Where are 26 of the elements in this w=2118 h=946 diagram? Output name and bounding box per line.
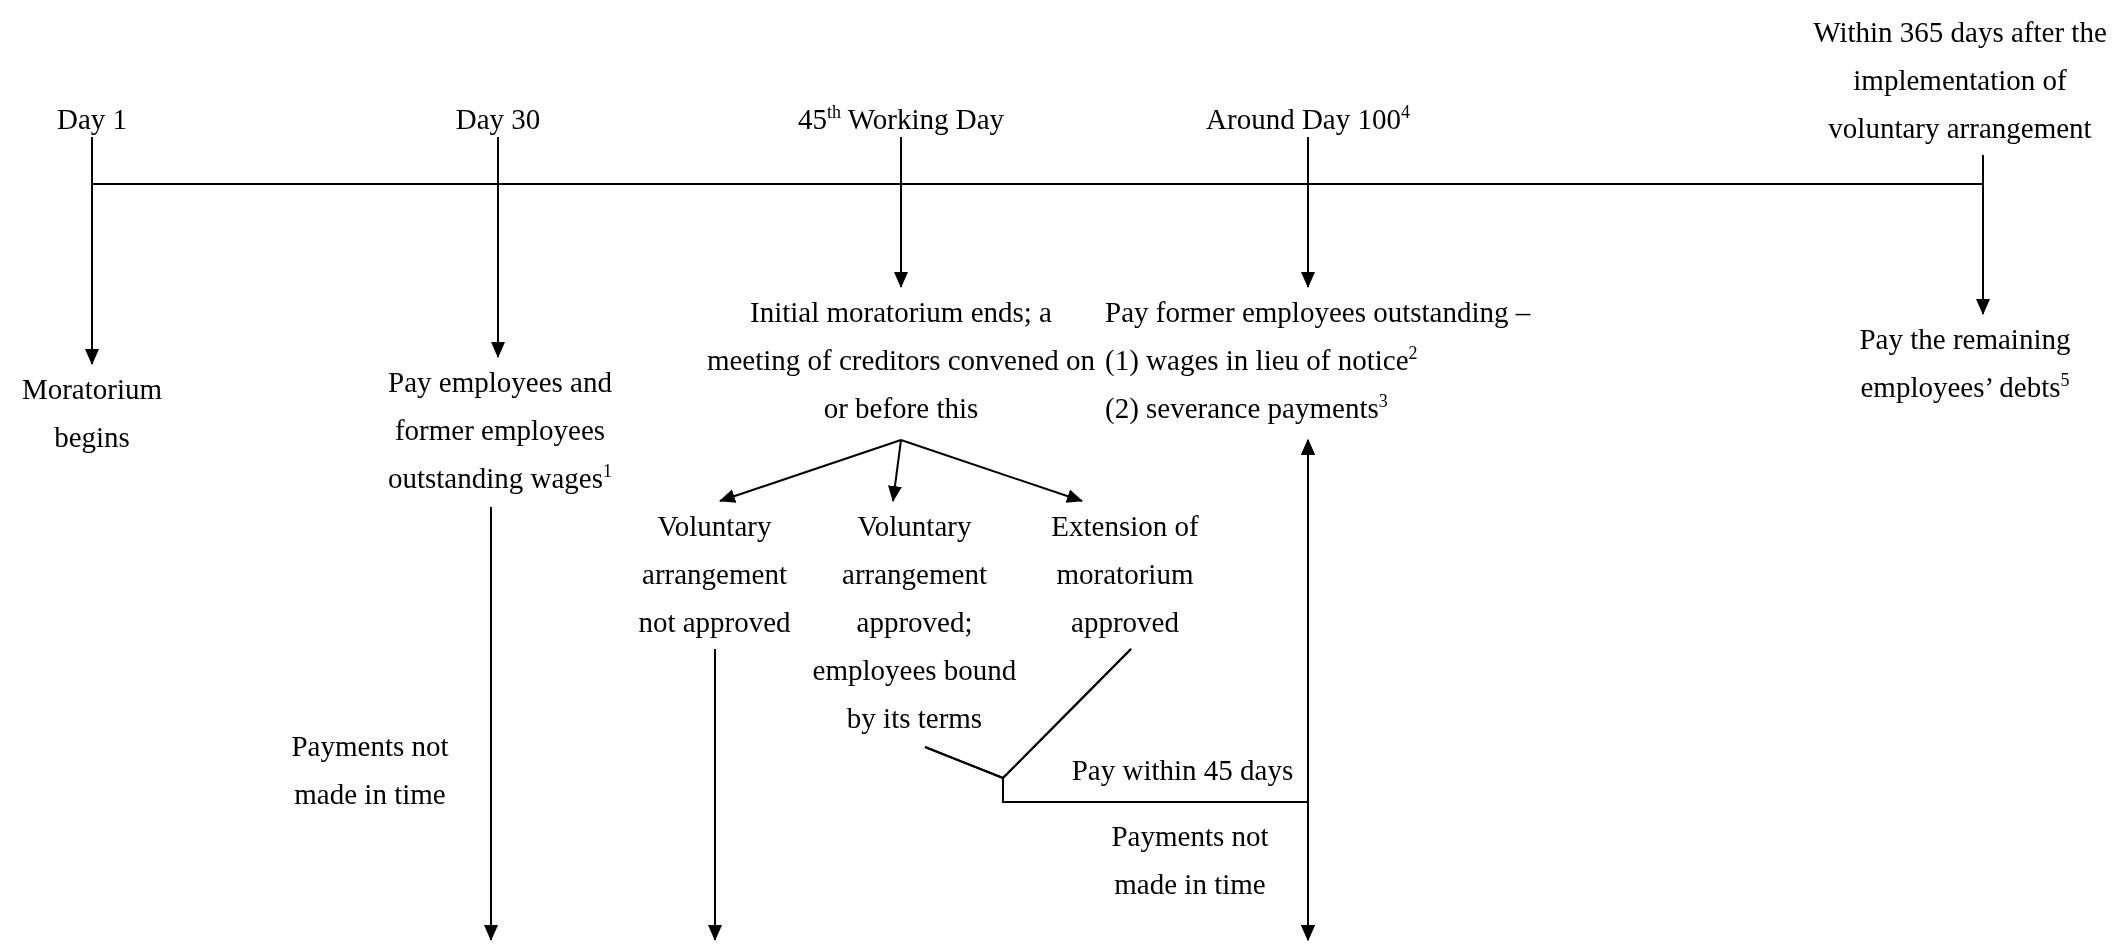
milestone-label: Day 1 [42, 95, 142, 135]
outcome-text: Voluntary arrangement approved; employees bound by its terms [802, 502, 1027, 745]
arrow [85, 136, 99, 365]
event-text: Pay the remaining employees’ debts$^{5}$ [1820, 315, 2110, 415]
arrow [888, 439, 902, 502]
arrow [719, 439, 902, 503]
outcome-text: Extension of moratorium approved [1030, 502, 1220, 647]
arrow [1301, 136, 1315, 288]
arrow [1976, 154, 1990, 315]
arrow [484, 506, 498, 941]
arrow [894, 136, 908, 288]
arrow [708, 648, 722, 941]
outcome-text: Voluntary arrangement not approved [627, 502, 802, 647]
arrow [491, 136, 505, 358]
event-text: Moratorium begins [0, 365, 184, 465]
list-item: (1) wages in lieu of notice$^{2}$ [1105, 342, 1419, 378]
event-text: Pay employees and former employees outstanding wages$^{1}$ [360, 358, 640, 505]
milestone-label: 45$^{th}$ Working Day [760, 95, 1042, 135]
arrow [1002, 648, 1315, 941]
milestone-label: Day 30 [433, 95, 563, 135]
event-text: Pay former employees outstanding – [1105, 295, 1532, 330]
milestone-label: Within 365 days after the implementation of voluntary arrangement [1810, 8, 2110, 153]
event-text: Initial moratorium ends; a meeting of creditors convened on or before this [701, 288, 1101, 438]
arrow [900, 439, 1083, 503]
list-item: (2) severance payments$^{3}$ [1105, 390, 1389, 426]
milestone-label: Around Day 100$^{4}$ [1170, 95, 1446, 135]
